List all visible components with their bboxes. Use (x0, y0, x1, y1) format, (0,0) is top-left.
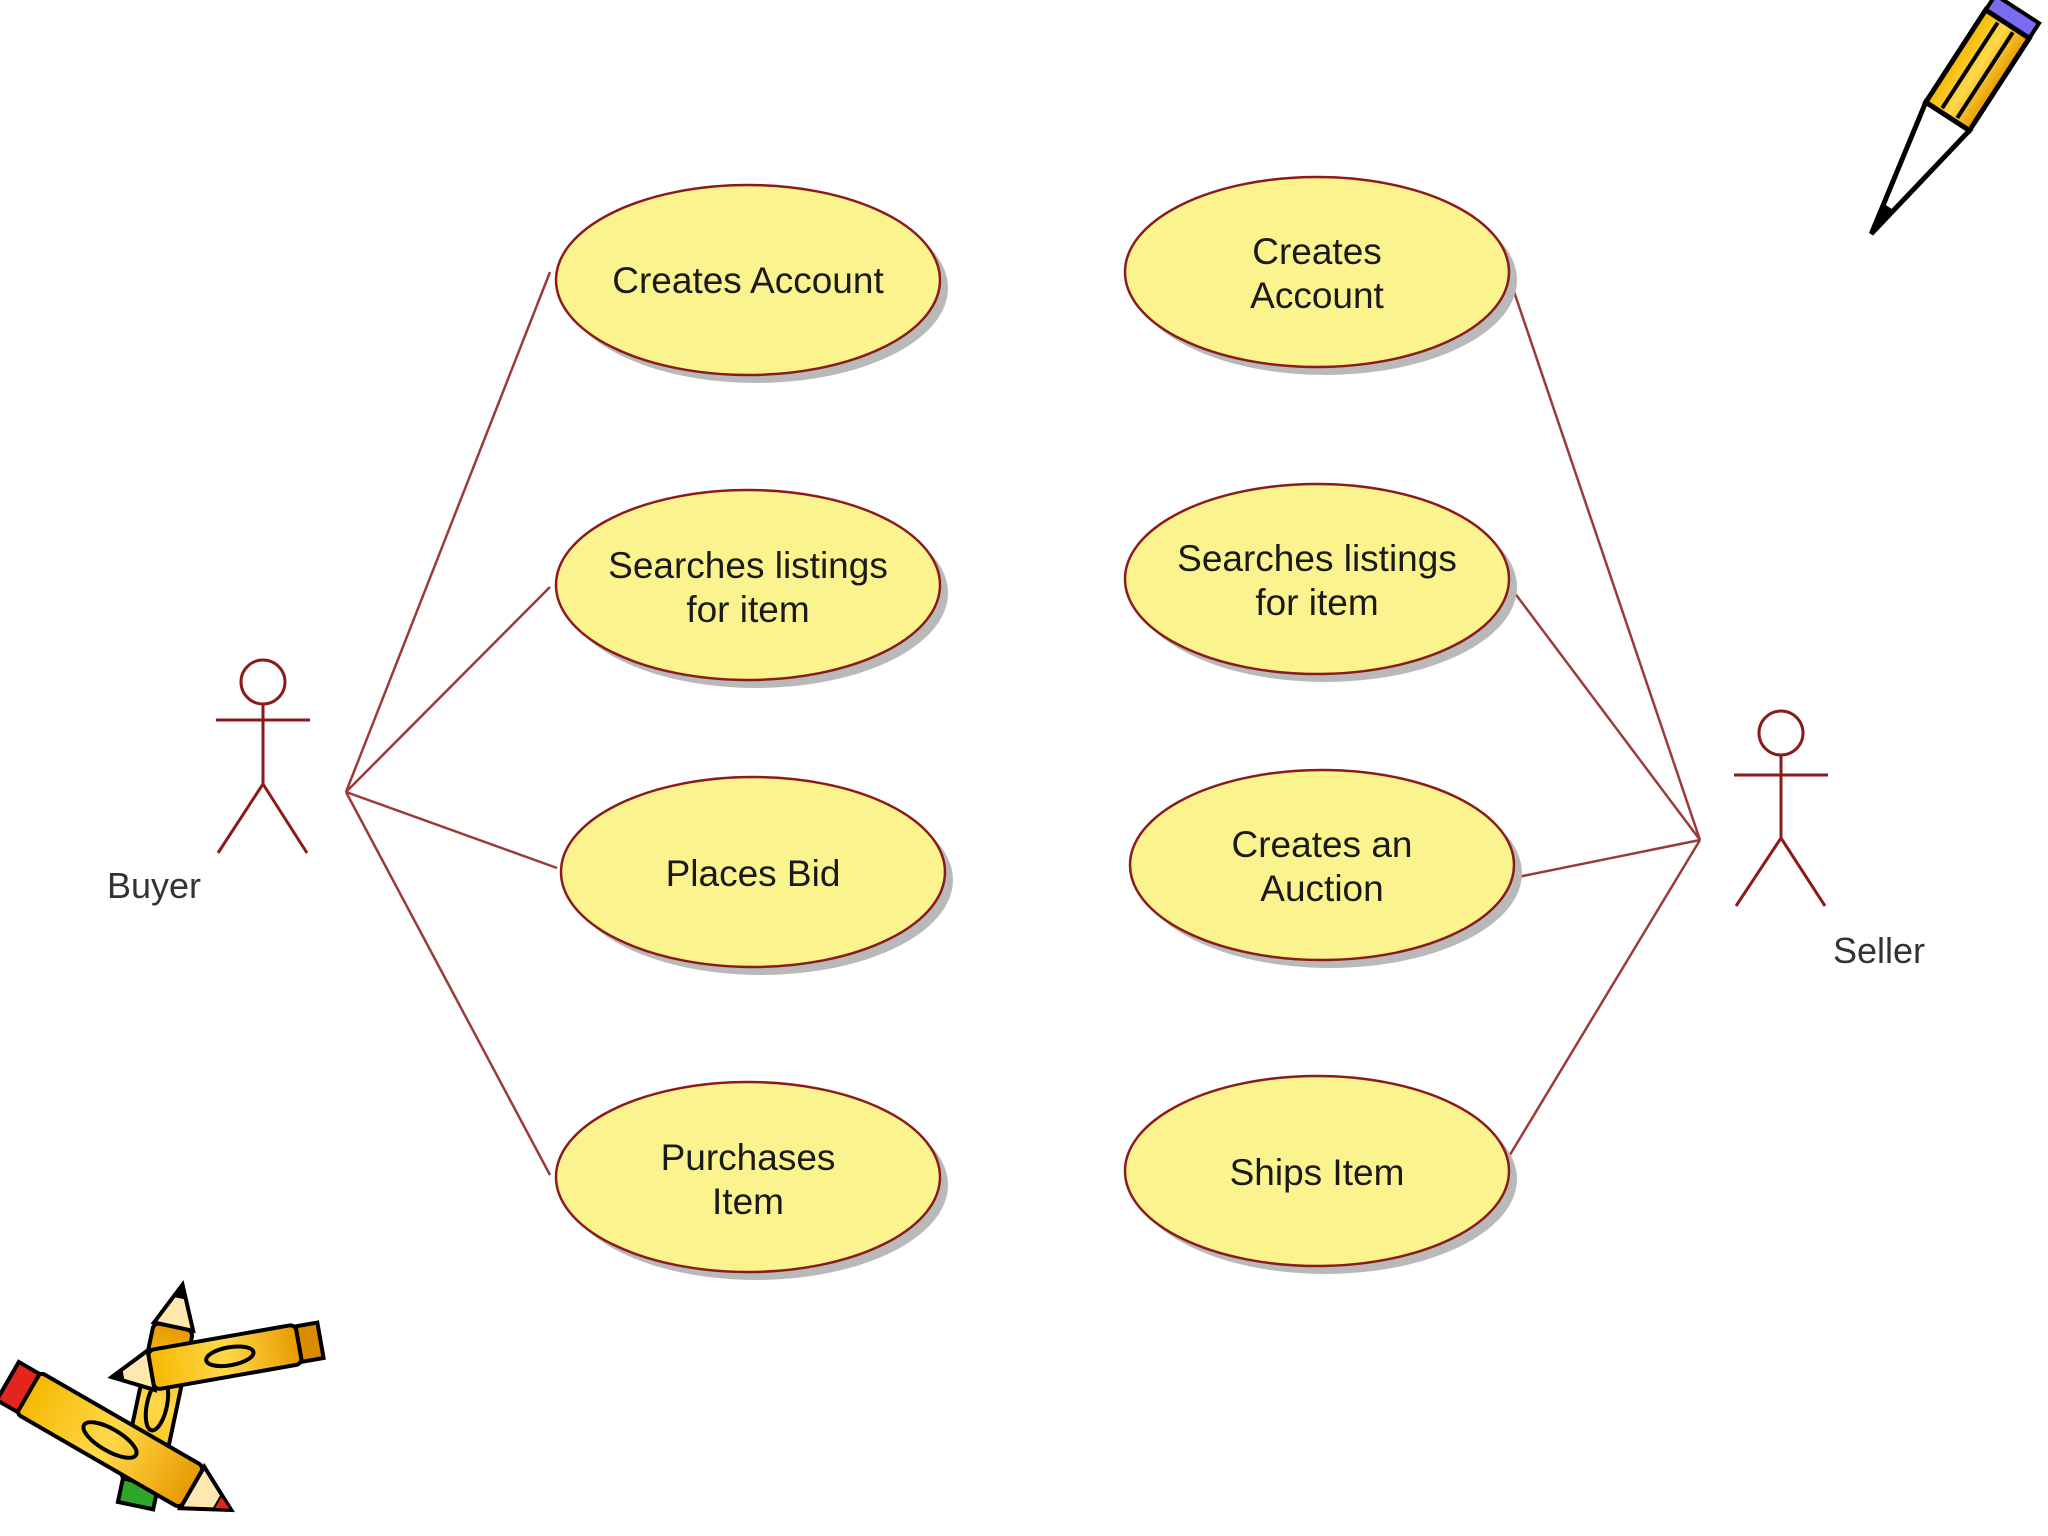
use-case-buyer-places-bid[interactable]: Places Bid (559, 775, 953, 975)
actor-label-seller: Seller (1833, 930, 1925, 971)
actor-head (1757, 709, 1805, 757)
association-lines (344, 264, 1702, 1176)
use-case-label-line-2: for item (686, 589, 809, 630)
use-case-label-line-2: Item (712, 1181, 784, 1222)
actor-seller[interactable] (1734, 709, 1828, 907)
assoc-seller-creates-account (1503, 264, 1702, 841)
assoc-buyer-creates-account (344, 271, 552, 793)
use-case-label-line-2: for item (1255, 582, 1378, 623)
use-case-label-line-2: Account (1250, 275, 1384, 316)
assoc-buyer-places-bid (345, 790, 558, 870)
pencil-icon (1868, 0, 2042, 236)
use-case-label: Ships Item (1230, 1152, 1405, 1193)
assoc-seller-ships-item (1503, 839, 1702, 1164)
use-case-buyer-purchases-item[interactable]: Purchases Item (554, 1080, 948, 1280)
use-case-seller-creates-account[interactable]: Creates Account (1123, 175, 1517, 375)
actor-head (239, 658, 287, 706)
actor-buyer[interactable] (216, 658, 310, 854)
pencil-icon (0, 1359, 235, 1513)
actor-leg-right (261, 783, 309, 854)
use-case-label-line-1: Searches listings (608, 545, 888, 586)
use-case-label-line-1: Purchases (661, 1137, 836, 1178)
assoc-buyer-purchases-item (344, 791, 552, 1176)
assoc-buyer-searches-listings (345, 586, 551, 793)
actor-label-buyer: Buyer (107, 865, 201, 906)
assoc-seller-creates-auction (1517, 838, 1701, 879)
use-case-label-line-1: Creates (1252, 231, 1382, 272)
assoc-seller-searches-listings (1504, 579, 1701, 841)
use-case-seller-creates-auction[interactable]: Creates an Auction (1128, 768, 1522, 968)
use-case-buyer-creates-account[interactable]: Creates Account (554, 183, 948, 383)
use-case-seller-searches-listings[interactable]: Searches listings for item (1123, 482, 1517, 682)
use-case-buyer-searches-listings[interactable]: Searches listings for item (554, 488, 948, 688)
actor-leg-left (216, 783, 265, 854)
use-case-seller-ships-item[interactable]: Ships Item (1123, 1074, 1517, 1274)
use-case-label: Places Bid (666, 853, 841, 894)
crossed-pencils-icon (0, 1279, 326, 1513)
use-case-label: Creates Account (612, 260, 884, 301)
actor-leg-right (1779, 837, 1827, 907)
pencil-icon (107, 1320, 326, 1393)
use-case-label-line-1: Creates an (1232, 824, 1413, 865)
use-case-label-line-1: Searches listings (1177, 538, 1457, 579)
actor-leg-left (1734, 837, 1783, 907)
use-case-label-line-2: Auction (1260, 868, 1383, 909)
